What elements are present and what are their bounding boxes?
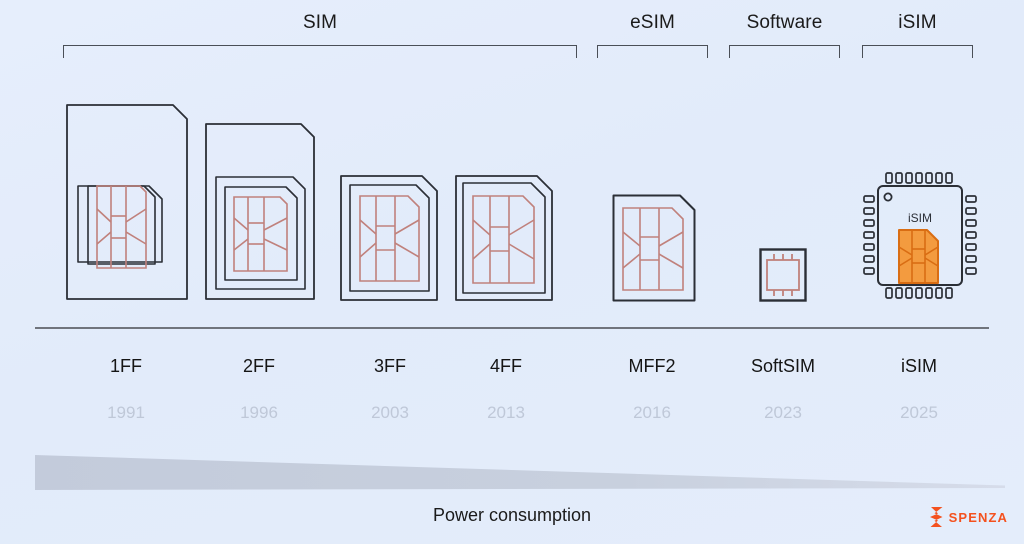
column-year-2ff: 1996 bbox=[240, 403, 278, 422]
column-name-2ff: 2FF bbox=[242, 356, 275, 376]
column-year-3ff: 2003 bbox=[371, 403, 409, 422]
column-year-1ff: 1991 bbox=[107, 403, 145, 422]
column-name-1ff: 1FF bbox=[109, 356, 142, 376]
power-consumption-label: Power consumption bbox=[432, 505, 592, 525]
column-year-isim: 2025 bbox=[900, 403, 938, 422]
column-name-3ff: 3FF bbox=[373, 356, 406, 376]
softsim-chip bbox=[759, 248, 807, 544]
mff2-chip bbox=[612, 194, 696, 544]
category-label-isim: iSIM bbox=[898, 12, 937, 33]
category-bracket-sim bbox=[63, 45, 577, 58]
column-year-mff2: 2016 bbox=[633, 403, 671, 422]
isim-chip-label: iSIM bbox=[908, 211, 932, 225]
column-year-softsim: 2023 bbox=[764, 403, 802, 422]
column-year-4ff: 2013 bbox=[487, 403, 525, 422]
column-name-softsim: SoftSIM bbox=[750, 356, 816, 376]
category-bracket-esim bbox=[597, 45, 708, 58]
category-label-esim: eSIM bbox=[630, 12, 675, 33]
category-bracket-isim bbox=[862, 45, 973, 58]
spenza-s-logo-icon bbox=[929, 507, 943, 527]
column-name-4ff: 4FF bbox=[489, 356, 522, 376]
category-label-software: Software bbox=[746, 12, 823, 33]
column-name-mff2: MFF2 bbox=[628, 356, 676, 376]
brand-name: SPENZA bbox=[948, 509, 1008, 525]
category-bracket-software bbox=[729, 45, 840, 58]
power-consumption-wedge bbox=[35, 455, 1005, 490]
category-label-sim: SIM bbox=[302, 12, 338, 33]
sim-card-3ff bbox=[340, 175, 438, 544]
sim-card-4ff bbox=[455, 175, 553, 544]
pin-one-marker bbox=[883, 192, 893, 202]
brand-logo[interactable]: SPENZA bbox=[928, 506, 1008, 528]
column-name-isim: iSIM bbox=[901, 356, 937, 376]
isim-package: iSIM bbox=[861, 170, 979, 544]
sim-card-1ff bbox=[66, 104, 188, 544]
sim-card-2ff bbox=[205, 123, 315, 544]
horizontal-divider bbox=[35, 327, 989, 329]
